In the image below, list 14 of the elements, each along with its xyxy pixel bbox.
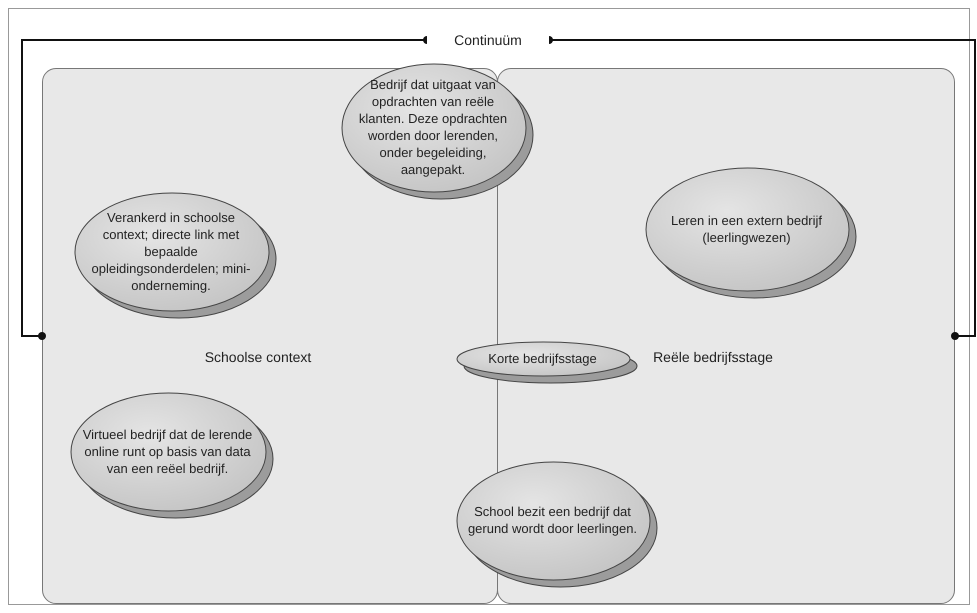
ellipse-text: School bezit een bedrijf dat gerund wordt door leerlingen.: [466, 503, 638, 537]
ellipse-node: [455, 460, 658, 588]
ellipse-text: Verankerd in schoolse context; directe link met bepaalde opleidingsonderdelen; mini-onderneming.: [90, 208, 252, 294]
ellipse-node: [69, 391, 274, 519]
ellipse-text: Leren in een extern bedrijf (leerlingwezen): [670, 212, 824, 246]
ellipse-text: Bedrijf dat uitgaat van opdrachten van reële klanten. Deze opdrachten worden door lerenden, onder begeleiding, aangepakt.: [358, 76, 508, 178]
ellipse-node: [73, 191, 277, 319]
panel-label: Schoolse context: [204, 348, 312, 367]
ellipse-node: [455, 340, 638, 384]
ellipse-node: [340, 62, 534, 200]
ellipse-text: Korte bedrijfsstage: [487, 350, 598, 366]
ellipse-text: Virtueel bedrijf dat de lerende online runt op basis van data van een reëel bedrijf.: [82, 426, 254, 476]
panel-label: Reële bedrijfsstage: [653, 348, 773, 367]
ellipse-node: [644, 166, 857, 299]
